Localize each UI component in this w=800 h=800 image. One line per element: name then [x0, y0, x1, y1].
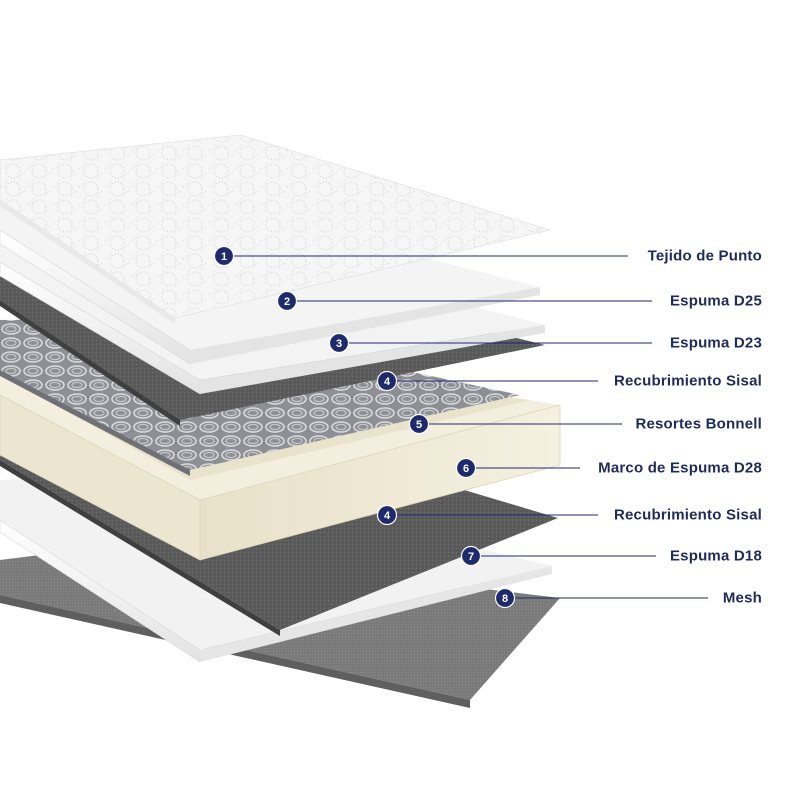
layer-label: Recubrimiento Sisal	[613, 506, 762, 524]
layer-label: Espuma D23	[669, 334, 762, 352]
badge-circle	[328, 332, 350, 354]
badge-number: 4	[384, 510, 391, 522]
badge-number: 3	[336, 338, 342, 350]
badge-circle	[276, 290, 298, 312]
layer-badge: 8	[494, 587, 516, 609]
layer-label: Espuma D18	[669, 547, 762, 565]
layer-label: Espuma D25	[669, 292, 762, 310]
badge-number: 7	[468, 551, 474, 563]
layer-badge: 3	[328, 332, 350, 354]
layer-badge: 1	[213, 245, 235, 267]
badge-number: 4	[384, 376, 391, 388]
badge-number: 2	[284, 296, 290, 308]
layer-badge: 4	[376, 504, 398, 526]
layer-badge: 5	[408, 413, 430, 435]
layer-badge: 7	[460, 545, 482, 567]
layer-badges: 1 2 3 4 5 6 4 7 8	[213, 245, 516, 609]
badge-circle	[494, 587, 516, 609]
layer-label: Tejido de Punto	[647, 247, 762, 265]
layer-label: Resortes Bonnell	[635, 415, 762, 433]
layer-badge: 6	[455, 457, 477, 479]
badge-number: 8	[502, 593, 508, 605]
badge-number: 5	[416, 419, 422, 431]
badge-circle	[455, 457, 477, 479]
badge-circle	[460, 545, 482, 567]
leader-lines	[224, 255, 708, 599]
layer-label: Recubrimiento Sisal	[613, 372, 762, 390]
layer-label: Mesh	[722, 589, 762, 607]
badge-number: 6	[463, 463, 469, 475]
layer-label: Marco de Espuma D28	[598, 459, 762, 477]
badge-circle	[376, 370, 398, 392]
badge-circle	[408, 413, 430, 435]
layer-tejido-de-punto	[0, 134, 552, 324]
badge-circle	[213, 245, 235, 267]
layer-badge: 2	[276, 290, 298, 312]
layer-badge: 4	[376, 370, 398, 392]
badge-circle	[376, 504, 398, 526]
badge-number: 1	[221, 251, 227, 263]
